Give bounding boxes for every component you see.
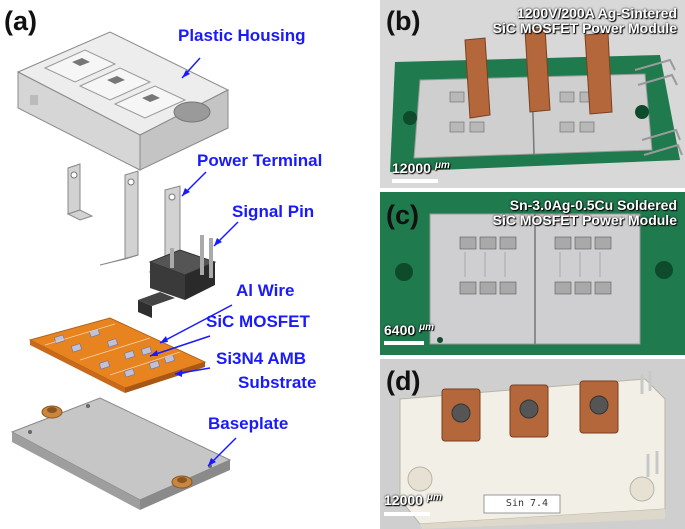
panel-c-title-line1: Sn-3.0Ag-0.5Cu Soldered <box>509 197 677 213</box>
photo-packaged-module <box>380 359 685 529</box>
exploded-module-drawing <box>10 31 239 510</box>
module-label-text: Sin 7.4 <box>505 498 549 509</box>
panel-b-scale-bar <box>392 179 438 183</box>
callout-plastic-housing: Plastic Housing <box>178 26 306 45</box>
callout-baseplate: Baseplate <box>208 414 289 433</box>
callout-power-terminal: Power Terminal <box>197 151 323 170</box>
panel-b-title-line1: 1200V/200A Ag-Sintered <box>516 5 677 21</box>
panel-b-title-line2: SiC MOSFET Power Module <box>492 20 677 36</box>
panel-a-letter: (a) <box>4 6 37 36</box>
callout-sic-mosfet: SiC MOSFET <box>206 312 310 331</box>
panel-b-title: 1200V/200A Ag-Sintered SiC MOSFET Power … <box>493 6 677 36</box>
panel-d-scale-unit: μm <box>426 492 442 503</box>
amb-substrate-drawing <box>28 317 207 393</box>
panel-c-title-line2: SiC MOSFET Power Module <box>492 212 677 228</box>
panel-b-letter: (b) <box>386 6 421 36</box>
callout-al-wire: Al Wire <box>236 281 295 300</box>
baseplate-drawing <box>10 397 232 510</box>
panel-d-scale-bar <box>384 512 430 516</box>
callout-signal-pin: Signal Pin <box>232 202 315 221</box>
panel-d-scale-value: 12000 <box>384 492 423 508</box>
panel-c-scale-unit: μm <box>419 322 435 333</box>
signal-pin-drawing <box>138 235 217 318</box>
panel-d-letter: (d) <box>386 366 421 396</box>
panel-b-scale-unit: μm <box>434 160 450 171</box>
panel-c-scale-value: 6400 <box>384 322 416 338</box>
photo-ag-sintered-module <box>380 0 685 188</box>
panel-c-scale-bar <box>384 341 424 345</box>
panel-b-scale-value: 12000 <box>392 160 431 176</box>
plastic-housing-drawing <box>16 31 230 171</box>
panel-c-title: Sn-3.0Ag-0.5Cu Soldered SiC MOSFET Power… <box>493 198 677 228</box>
callout-substrate-line1: Si3N4 AMB <box>216 349 307 368</box>
panel-c-letter: (c) <box>386 200 419 230</box>
photo-soldered-module <box>380 192 685 355</box>
callout-substrate-line2: Substrate <box>238 373 317 392</box>
